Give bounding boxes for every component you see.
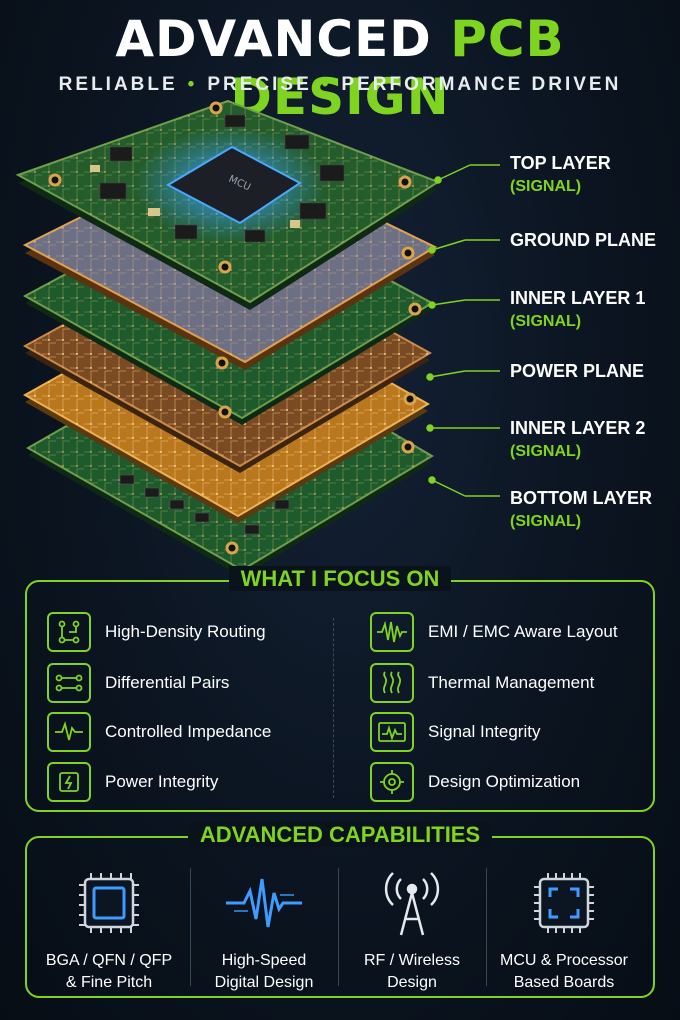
tagline-item: RELIABLE xyxy=(58,74,178,95)
layer-type: (SIGNAL) xyxy=(510,513,582,530)
bullet-icon: • xyxy=(321,74,332,95)
signal-waveform-icon xyxy=(190,866,338,940)
layer-name: TOP LAYER xyxy=(510,153,611,173)
focus-panel-title: WHAT I FOCUS ON xyxy=(27,566,653,592)
capabilities-panel-title: ADVANCED CAPABILITIES xyxy=(27,822,653,848)
capability-divider xyxy=(190,868,191,986)
capability-label: BGA / QFN / QFP& Fine Pitch xyxy=(45,952,173,991)
layer-label-inner2: INNER LAYER 2 (SIGNAL) xyxy=(510,417,645,463)
emi-wave-icon xyxy=(370,612,414,652)
focus-item-thermal: Thermal Management xyxy=(370,663,594,703)
focus-item-optimization: Design Optimization xyxy=(370,762,580,802)
capability-divider xyxy=(338,868,339,986)
focus-label: Thermal Management xyxy=(428,673,595,692)
focus-item-power-integrity: Power Integrity xyxy=(47,762,218,802)
layer-label-top: TOP LAYER (SIGNAL) xyxy=(510,152,611,198)
antenna-icon xyxy=(338,866,486,940)
optimization-gear-icon xyxy=(370,762,414,802)
processor-icon xyxy=(490,866,638,940)
layer-name: BOTTOM LAYER xyxy=(510,488,653,508)
layer-label-inner1: INNER LAYER 1 (SIGNAL) xyxy=(510,287,645,333)
oscilloscope-icon xyxy=(370,712,414,752)
power-integrity-icon xyxy=(47,762,91,802)
layer-label-power: POWER PLANE xyxy=(510,360,644,383)
capability-bga: BGA / QFN / QFP& Fine Pitch xyxy=(35,866,183,994)
thermal-icon xyxy=(370,663,414,703)
tagline-item: PRECISE xyxy=(207,74,312,95)
focus-item-diff-pairs: Differential Pairs xyxy=(47,663,229,703)
title-green-part: PCB DESIGN xyxy=(230,10,565,126)
chip-package-icon xyxy=(35,866,183,940)
pcb-stack-illustration: MCU xyxy=(15,99,500,577)
layer-type: (SIGNAL) xyxy=(510,313,582,330)
focus-item-emi: EMI / EMC Aware Layout xyxy=(370,612,618,652)
focus-item-routing: High-Density Routing xyxy=(47,612,266,652)
tagline: RELIABLE • PRECISE • PERFORMANCE DRIVEN xyxy=(0,74,680,96)
capability-divider xyxy=(486,868,487,986)
focus-divider xyxy=(333,618,334,798)
focus-label: EMI / EMC Aware Layout xyxy=(428,622,618,641)
focus-label: Signal Integrity xyxy=(428,722,541,741)
focus-label: Power Integrity xyxy=(105,772,219,791)
layer-name: INNER LAYER 2 xyxy=(510,418,646,438)
layer-label-ground: GROUND PLANE xyxy=(510,229,656,252)
focus-label: Differential Pairs xyxy=(105,673,230,692)
focus-item-signal-integrity: Signal Integrity xyxy=(370,712,540,752)
bullet-icon: • xyxy=(187,74,198,95)
layer-name: GROUND PLANE xyxy=(510,230,657,250)
layer-label-bottom: BOTTOM LAYER (SIGNAL) xyxy=(510,487,652,533)
pcb-layer-stack: MCU TOP LAYER (SIGNAL) GROUND PLANE INNE xyxy=(0,95,680,585)
capabilities-panel: ADVANCED CAPABILITIES BGA / QFN / QFP& F… xyxy=(25,822,655,998)
title-white-part: ADVANCED xyxy=(115,10,432,68)
focus-label: Design Optimization xyxy=(428,772,581,791)
focus-label: High-Density Routing xyxy=(105,622,266,641)
page-title: ADVANCED PCB DESIGN xyxy=(0,10,680,126)
impedance-icon xyxy=(47,712,91,752)
layer-name: INNER LAYER 1 xyxy=(510,288,646,308)
tagline-item: PERFORMANCE DRIVEN xyxy=(341,74,622,95)
layer-name: POWER PLANE xyxy=(510,361,645,381)
routing-icon xyxy=(47,612,91,652)
layer-type: (SIGNAL) xyxy=(510,443,582,460)
focus-panel: WHAT I FOCUS ON High-Density Routing Dif… xyxy=(25,566,655,812)
layer-type: (SIGNAL) xyxy=(510,178,582,195)
focus-label: Controlled Impedance xyxy=(105,722,272,741)
differential-pairs-icon xyxy=(47,663,91,703)
focus-item-impedance: Controlled Impedance xyxy=(47,712,271,752)
